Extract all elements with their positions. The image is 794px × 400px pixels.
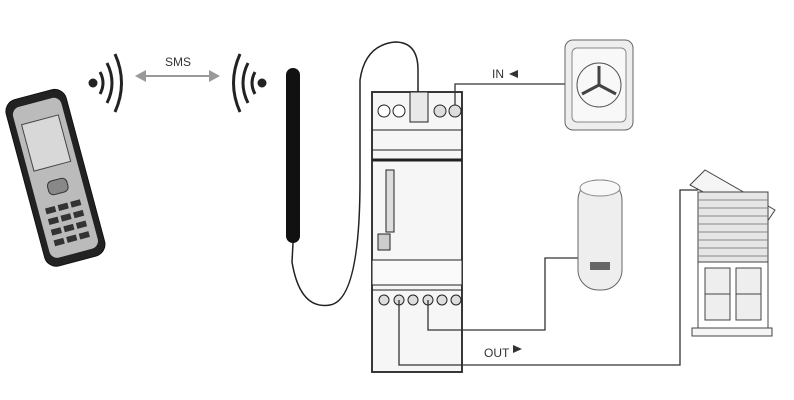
water-heater-icon <box>577 179 623 291</box>
in-wire <box>454 83 565 105</box>
window-roller-shutter-icon <box>689 169 776 337</box>
in-arrow-icon <box>509 70 518 78</box>
out-wire-boiler <box>427 257 580 331</box>
out-label: OUT <box>484 346 510 360</box>
out-arrow-icon <box>513 345 522 353</box>
in-label: IN <box>492 67 504 81</box>
signal-waves-right-icon <box>232 53 267 113</box>
sms-label: SMS <box>165 55 191 69</box>
mobile-phone-icon <box>5 88 106 267</box>
signal-waves-left-icon <box>88 53 123 113</box>
fan-icon <box>564 39 634 131</box>
antenna-icon <box>286 41 419 307</box>
sms-arrow <box>135 70 220 82</box>
out-wire-shutter <box>398 189 698 366</box>
